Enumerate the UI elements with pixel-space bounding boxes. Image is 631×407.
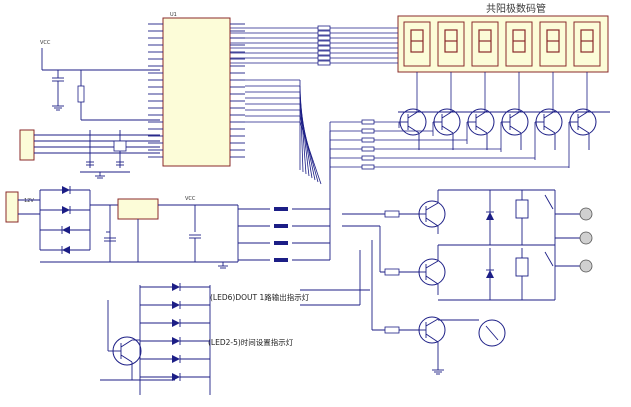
buzzer [478, 319, 506, 347]
power-section: 12V VCC [5, 186, 238, 269]
display-digit [573, 21, 601, 67]
led [172, 355, 180, 363]
led-group: (LED6)DOUT 1路输出指示灯 (LED2-5)时间设置指示灯 [100, 283, 310, 395]
display-digit [539, 21, 567, 67]
transistor-q10 [418, 258, 446, 286]
display-digit [403, 21, 431, 67]
mcu-body [162, 17, 231, 167]
voltage-regulator [117, 198, 159, 220]
led-dout-note: (LED6)DOUT 1路输出指示灯 [210, 292, 310, 302]
power-connector-label: 12V [24, 198, 34, 204]
led [172, 283, 180, 291]
chip-name: U1 [170, 12, 177, 18]
relay-section [300, 189, 593, 375]
power-connector [5, 191, 19, 223]
led [172, 319, 180, 327]
connector-j1 [19, 129, 35, 161]
led [172, 301, 180, 309]
display-digit [505, 21, 533, 67]
relay-coil-1 [515, 199, 529, 219]
display-frame [397, 15, 609, 73]
title-label: 共阳极数码管 [486, 2, 546, 15]
terminal-3 [579, 259, 593, 273]
mcu-chip: U1 [148, 12, 322, 185]
terminal-2 [579, 231, 593, 245]
switch-group [237, 180, 331, 262]
led [172, 337, 180, 345]
display-digit [437, 21, 465, 67]
base-resistors [329, 119, 569, 180]
seven-segment-displays [230, 15, 609, 112]
relay-coil-2 [515, 257, 529, 277]
led-time-note: (LED2-5)时间设置指示灯 [208, 337, 294, 347]
vcc-reg-label: VCC [185, 196, 196, 202]
left-section: VCC [19, 40, 160, 179]
transistor-q11 [418, 316, 446, 344]
led [172, 373, 180, 381]
vcc-left-label: VCC [40, 40, 51, 46]
terminal-1 [579, 207, 593, 221]
display-digit [471, 21, 499, 67]
transistor-q9 [418, 200, 446, 228]
resistor-array [317, 25, 331, 66]
transistor-row [398, 108, 610, 168]
